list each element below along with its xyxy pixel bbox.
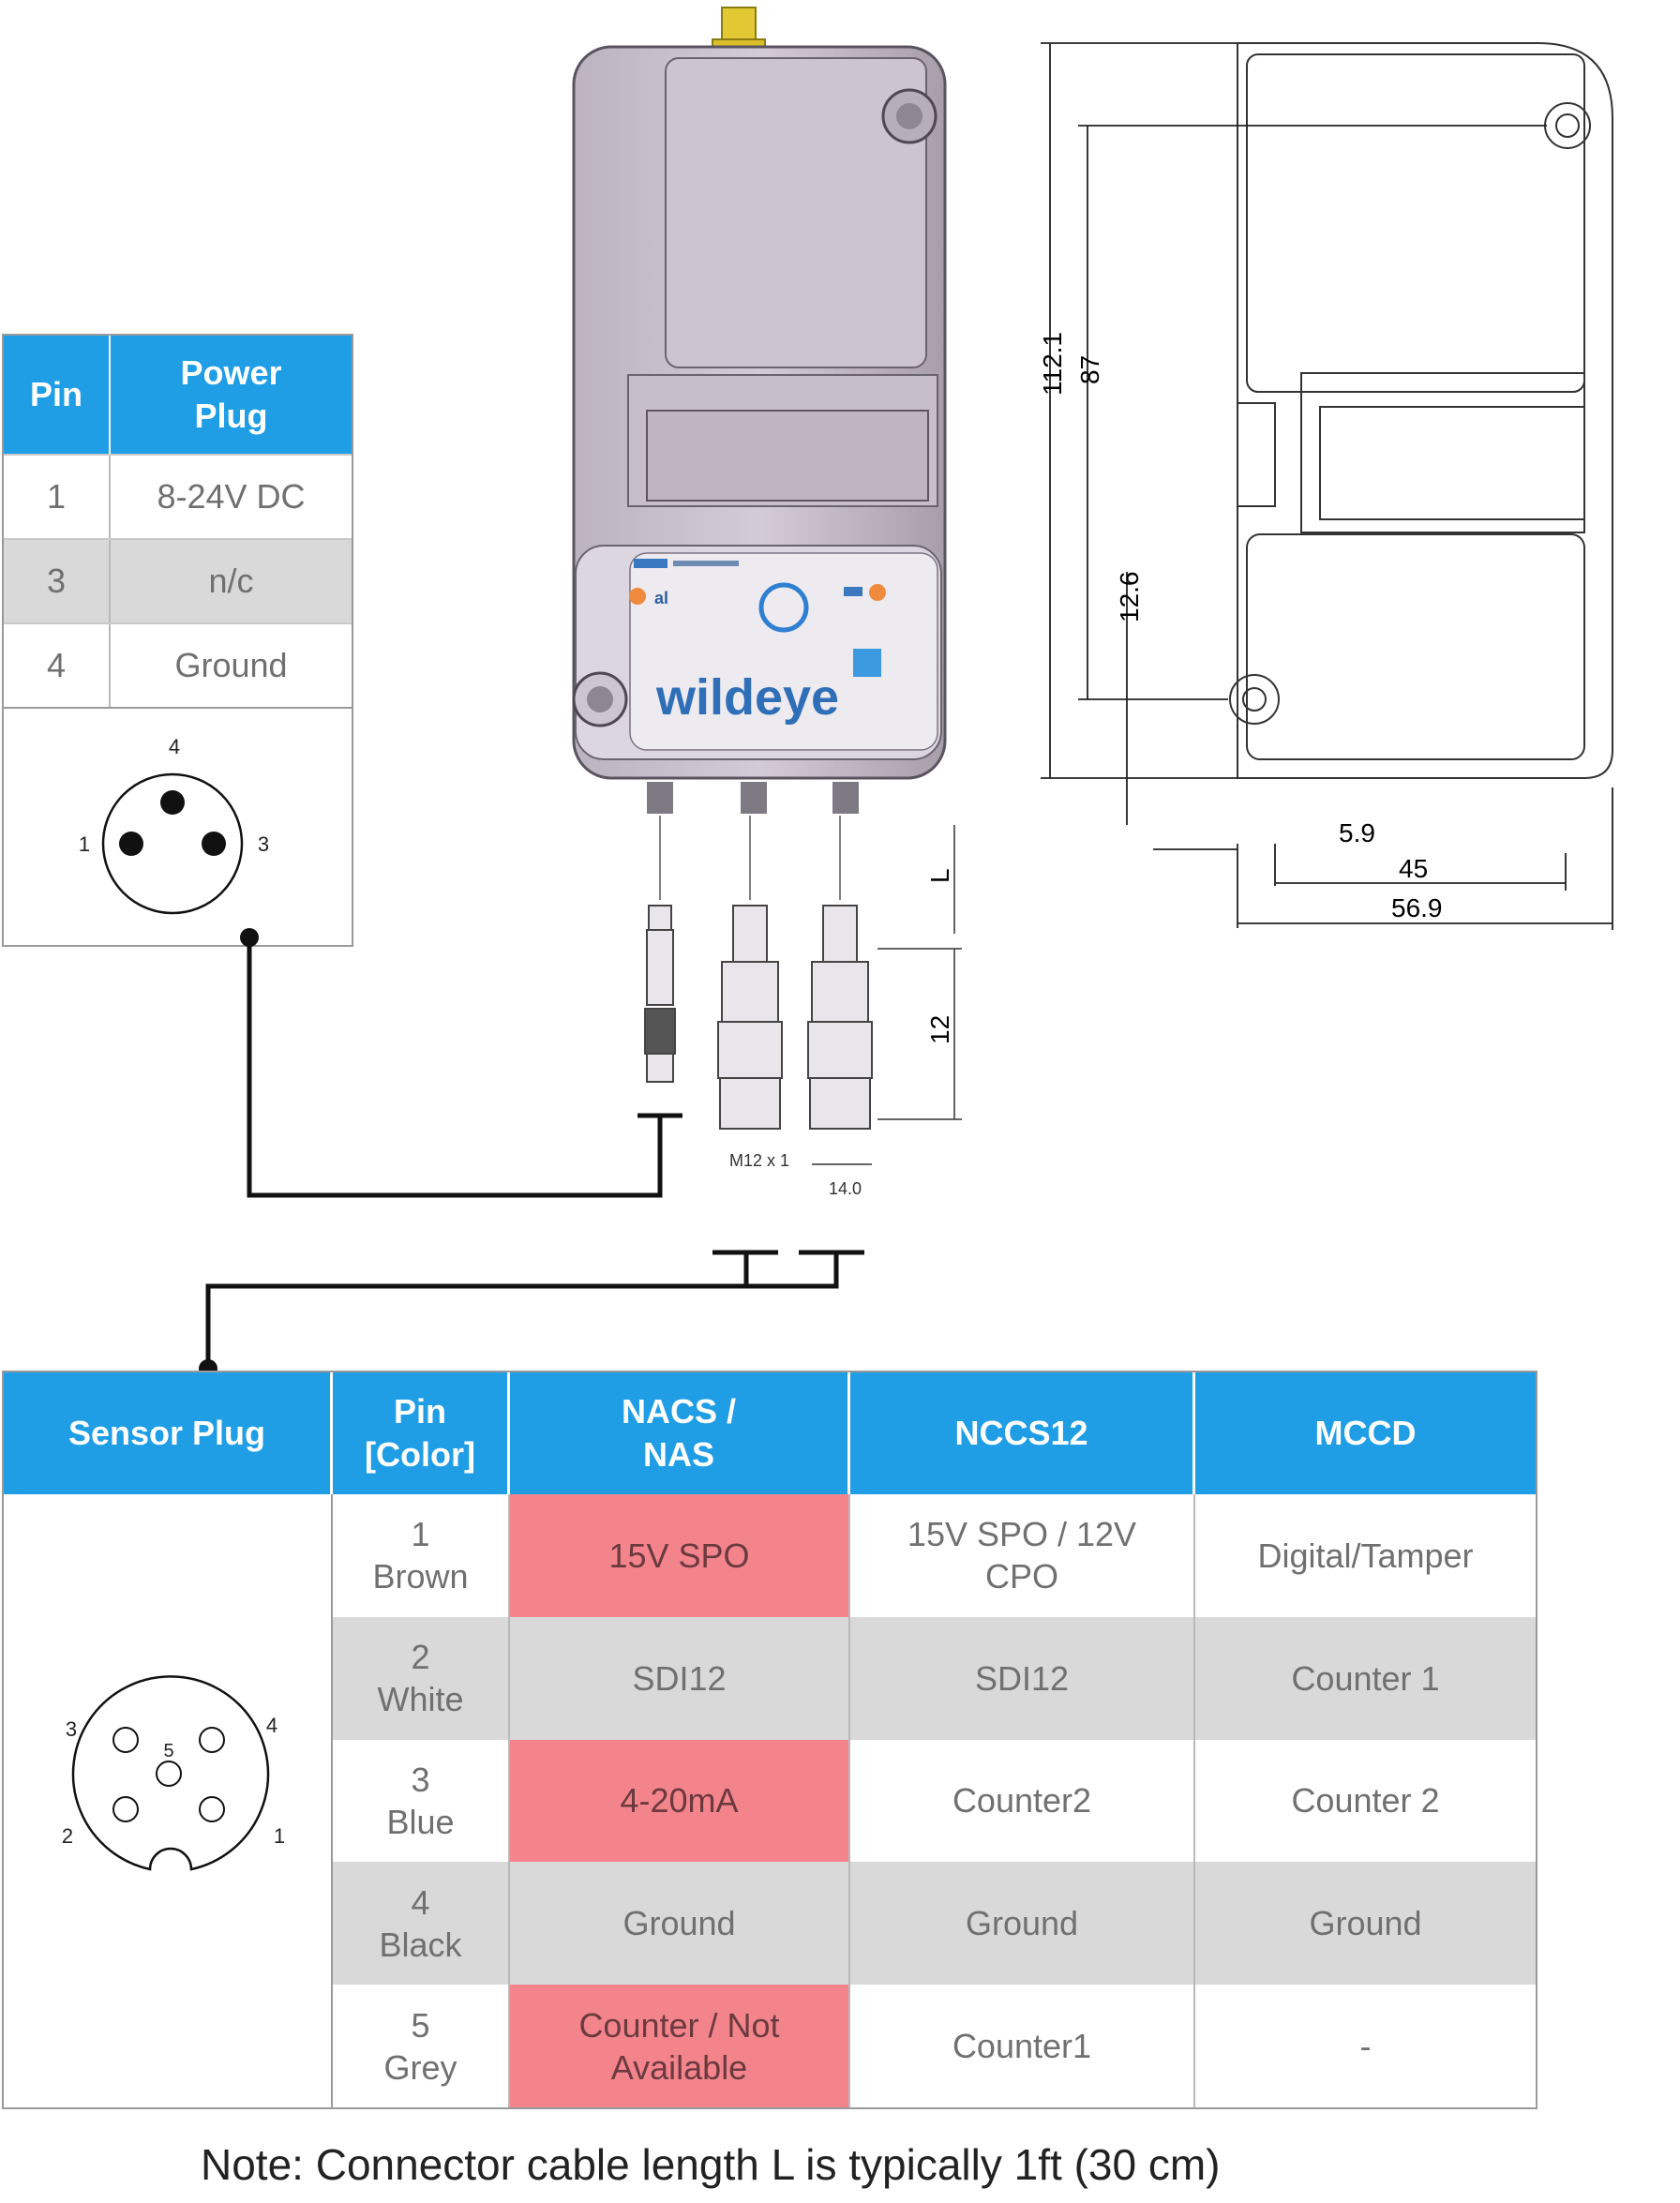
power-pin: 1: [4, 456, 111, 538]
power-plug-face-icon: 4 1 3: [79, 735, 269, 915]
sensor-nccs-cell: Counter1: [850, 1985, 1195, 2107]
power-plug-table: Pin Power Plug 1 8-24V DC 3 n/c 4 Ground…: [2, 334, 353, 947]
sensor-nacs-cell: 15V SPO: [510, 1494, 850, 1617]
dim-height-total: 112.1: [1038, 332, 1067, 396]
sensor-mccd-cell: Counter 1: [1291, 1658, 1440, 1698]
dim-hole-offset: 12.6: [1115, 572, 1144, 623]
dim-wrench: 14.0: [829, 1179, 862, 1198]
power-header-plug: Power Plug: [180, 353, 282, 435]
power-value: 8-24V DC: [157, 477, 306, 516]
sensor-nccs-cell: SDI12: [850, 1616, 1195, 1740]
sensor-header-pin: Pin [Color]: [333, 1372, 510, 1494]
power-pin-label-right: 3: [258, 832, 269, 856]
sensor-plug-pinout: 3 4 5 2 1: [4, 1494, 333, 2107]
sensor-nacs-cell: 4-20mA: [510, 1739, 850, 1863]
dim-height-holes: 87: [1075, 355, 1104, 384]
power-header-pin: Pin: [4, 336, 111, 454]
sensor-pin-label-1: 1: [274, 1824, 285, 1848]
sensor-nacs-cell: SDI12: [510, 1616, 850, 1740]
sensor-header-nccs: NCCS12: [850, 1372, 1195, 1494]
sensor-pin-label-5: 5: [163, 1741, 173, 1761]
device-illustration: al wildeye: [572, 7, 947, 814]
dim-width-inner: 45: [1399, 854, 1428, 883]
sensor-pin-label-3: 3: [66, 1717, 77, 1741]
sensor-pin-label-2: 2: [62, 1824, 73, 1848]
sensor-mccd-cell: Digital/Tamper: [1257, 1536, 1474, 1575]
sensor-header-mccd: MCCD: [1314, 1414, 1417, 1452]
sensor-nccs-cell: Counter2: [850, 1739, 1195, 1863]
power-pin: 4: [4, 624, 111, 707]
dim-cable-length: L: [925, 868, 954, 883]
dim-thread: M12 x 1: [729, 1151, 789, 1170]
sensor-header-nacs: NACS / NAS: [510, 1372, 850, 1494]
sensor-header-plug: Sensor Plug: [4, 1372, 333, 1494]
power-pin: 3: [4, 540, 111, 622]
power-value: Ground: [174, 646, 288, 684]
sensor-pin-label-4: 4: [266, 1714, 278, 1737]
sensor-plug-face-icon: 3 4 5 2 1: [62, 1675, 285, 1871]
sensor-nacs-cell: Counter / Not Available: [510, 1985, 850, 2107]
dim-width-hole: 5.9: [1339, 818, 1375, 847]
dimension-drawing: 112.1 87 12.6 5.9 45 56.9: [1038, 42, 1613, 930]
power-table-header: Pin Power Plug: [4, 336, 352, 454]
sensor-table-header: Sensor Plug Pin [Color] NACS / NAS NCCS1…: [4, 1372, 1536, 1494]
svg-text:al: al: [654, 589, 668, 607]
sensor-nccs-cell: 15V SPO / 12V CPO: [850, 1494, 1195, 1617]
sensor-nccs-cell: Ground: [850, 1862, 1195, 1986]
power-pin-label-left: 1: [79, 832, 90, 856]
sensor-nacs-cell: Ground: [510, 1862, 850, 1986]
dim-width-total: 56.9: [1391, 893, 1443, 922]
dim-connector-length: 12: [925, 1015, 954, 1044]
power-row-1: 1 8-24V DC: [4, 454, 352, 538]
power-pin-label-top: 4: [169, 735, 180, 758]
power-row-3: 3 n/c: [4, 538, 352, 622]
connector-drawing: L 12 M12 x 1 14.0: [644, 816, 962, 1198]
sensor-plug-table: Sensor Plug Pin [Color] NACS / NAS NCCS1…: [2, 1371, 1538, 2109]
sensor-mccd-cell: Counter 2: [1291, 1781, 1440, 1821]
power-value: n/c: [208, 562, 254, 600]
sensor-mccd-cell: Ground: [1309, 1904, 1422, 1943]
power-row-4: 4 Ground: [4, 622, 352, 707]
device-brand-logo: wildeye: [655, 669, 839, 726]
power-plug-pinout: 4 1 3: [4, 707, 352, 945]
cable-length-note: Note: Connector cable length L is typica…: [201, 2140, 1221, 2189]
sensor-mccd-cell: -: [1359, 2027, 1372, 2066]
